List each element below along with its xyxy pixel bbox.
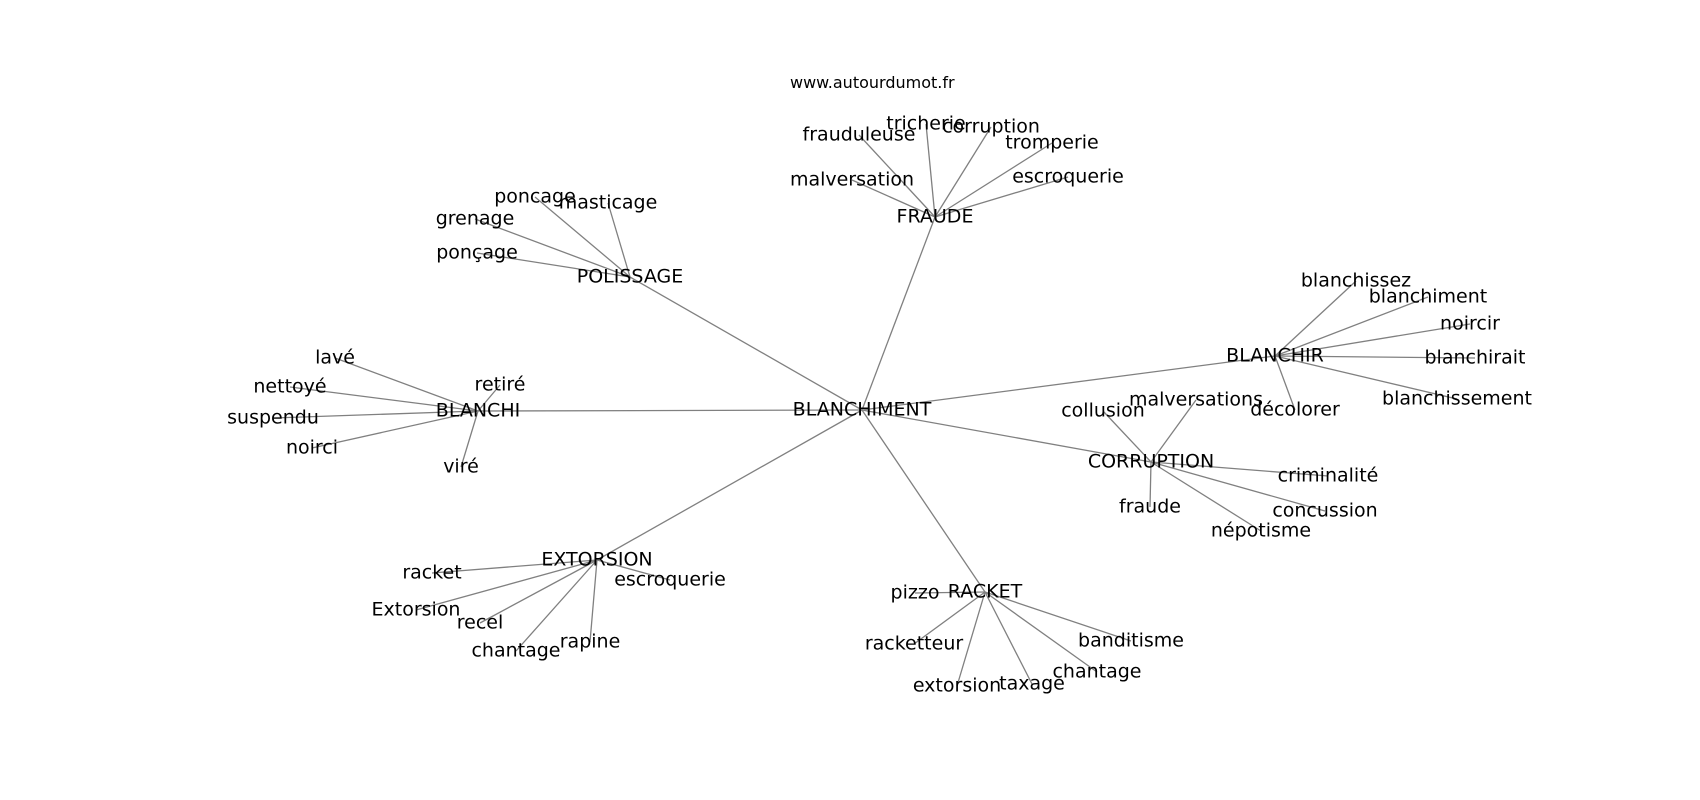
hub-node: BLANCHI [436,400,520,422]
edge-hub-to-word [311,410,479,449]
word-node: blanchissement [1382,388,1532,410]
word-node: ponçage [436,242,518,264]
word-node: chantage [471,640,560,662]
word-node: décolorer [1250,399,1340,421]
word-node: chantage [1052,661,1141,683]
edge-hub-to-word [477,384,501,412]
edge-hub-to-word [934,176,1069,218]
word-node: malversation [790,169,914,191]
word-node: banditisme [1078,630,1184,652]
edge-hub-to-word [431,559,598,574]
edge-hub-to-word [1149,461,1152,508]
word-node: frauduleuse [803,124,916,146]
word-node: recel [457,612,504,634]
edge-hub-to-word [334,357,479,412]
source-url: www.autourdumot.fr [790,73,955,92]
edge-hub-to-word [914,591,986,594]
edge-hub-to-word [476,252,631,278]
hub-node: POLISSAGE [577,266,683,288]
edge-hub-to-word [1150,461,1262,532]
graph-edges [272,123,1476,687]
edge-hub-to-word [851,179,936,218]
edge-hub-to-word [515,559,598,652]
edge-hub-to-word [1150,399,1197,463]
edge-hub-to-word [474,218,631,278]
edge-hub-to-word [1274,296,1429,357]
edge-root-to-hub [861,216,936,411]
edge-hub-to-word [984,591,1132,642]
word-node: concussion [1272,500,1377,522]
edge-hub-to-word [934,126,992,218]
word-node: criminalité [1278,465,1379,487]
word-node: masticage [559,192,658,214]
word-node: noircir [1440,313,1500,335]
word-node: blanchiment [1369,286,1487,308]
edge-hub-to-word [934,142,1053,218]
edge-root-to-hub [477,409,863,412]
edge-hub-to-word [984,591,1033,685]
word-node: lavé [315,347,355,369]
word-node: tricherie [886,113,966,135]
edge-hub-to-word [289,386,479,412]
word-node: racket [402,562,461,584]
word-node: nettoyé [253,376,326,398]
edge-root-to-hub [861,355,1276,411]
word-node: retiré [475,374,526,396]
word-node: viré [443,456,479,478]
edge-hub-to-word [596,559,671,581]
edge-hub-to-word [1274,280,1357,357]
edge-hub-to-word [272,410,479,419]
edge-hub-to-word [1274,355,1458,400]
edge-hub-to-word [858,134,936,218]
word-node: grenage [436,208,515,230]
hub-node: CORRUPTION [1088,451,1214,473]
edge-hub-to-word [913,591,986,645]
edge-root-to-hub [596,409,863,561]
word-node: escroquerie [1012,166,1124,188]
word-node: fraude [1119,496,1181,518]
edge-hub-to-word [1274,323,1471,357]
edge-hub-to-word [607,202,631,278]
edge-root-to-hub [629,276,863,411]
word-node: malversations [1129,389,1263,411]
word-node: noirci [286,437,338,459]
edge-hub-to-word [589,559,598,643]
hub-node: FRAUDE [897,206,974,228]
hub-node: EXTORSION [541,549,652,571]
word-node: blanchirait [1425,347,1526,369]
hub-node: BLANCHIR [1226,345,1324,367]
edge-hub-to-word [460,410,479,468]
edge-hub-to-word [1274,355,1476,359]
word-node: racketteur [865,633,964,655]
edge-hub-to-word [956,591,986,687]
edge-hub-to-word [1150,461,1329,477]
edge-hub-to-word [479,559,598,624]
edge-hub-to-word [984,591,1098,673]
word-node: collusion [1061,400,1145,422]
word-node: népotisme [1211,520,1311,542]
edge-hub-to-word [1274,355,1296,411]
word-node: extorsion [913,675,1001,697]
edge-hub-to-word [925,123,936,218]
edge-hub-to-word [1150,461,1326,512]
word-node: poncage [494,186,576,208]
edge-hub-to-word [1102,410,1152,463]
word-node: suspendu [227,407,319,429]
edge-root-to-hub [861,409,1152,463]
edge-hub-to-word [415,559,598,611]
root-node: BLANCHIMENT [793,399,932,421]
hub-node: RACKET [948,581,1023,603]
edge-root-to-hub [861,409,986,593]
word-node: escroquerie [614,569,726,591]
word-node: corruption [942,116,1040,138]
word-node: taxage [999,673,1065,695]
word-node: rapine [560,631,621,653]
word-node: Extorsion [372,599,461,621]
word-node: tromperie [1005,132,1099,154]
word-node: pizzo [891,582,940,604]
edge-hub-to-word [534,196,631,278]
word-node: blanchissez [1301,270,1411,292]
